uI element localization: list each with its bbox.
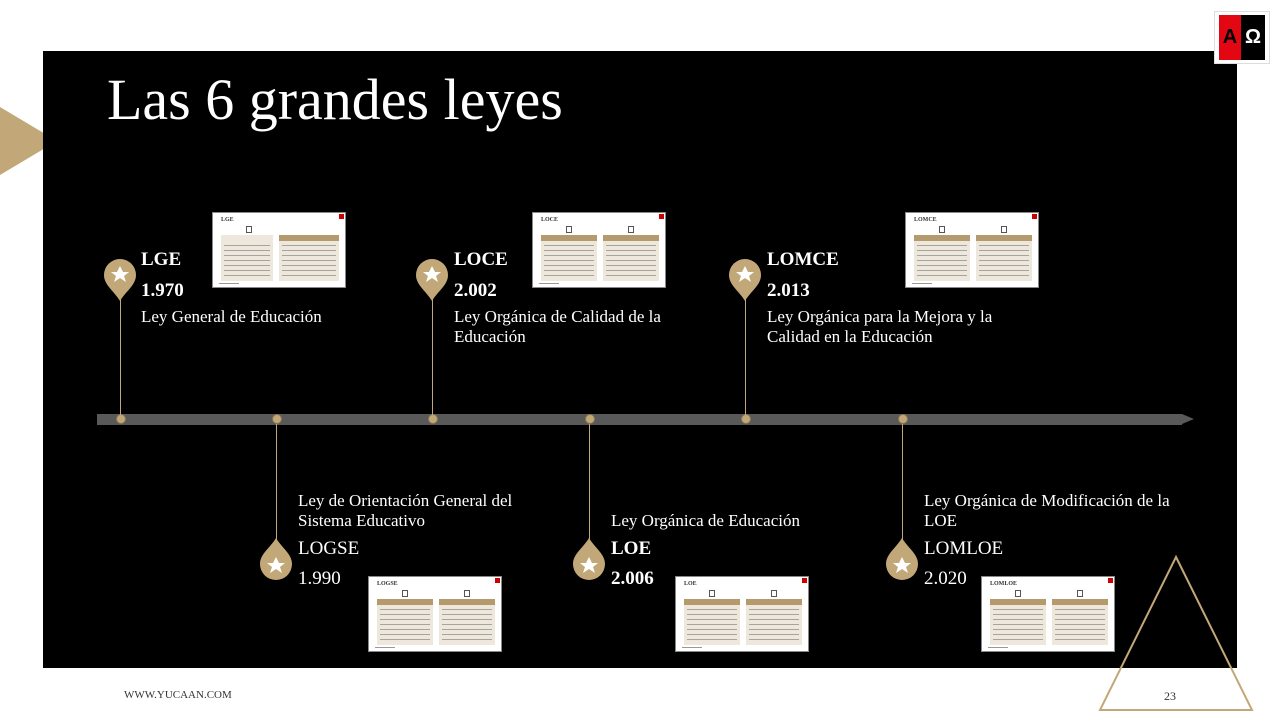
law-abbr-lomce: LOMCE — [767, 249, 839, 270]
clipboard-icon — [566, 226, 572, 233]
slide-thumbnail-loe[interactable]: LOE — [675, 576, 809, 652]
book-icon — [1077, 590, 1083, 597]
connector-loce — [432, 295, 433, 415]
law-year-lomloe: 2.020 — [924, 568, 967, 589]
thumbnail-title: LOGSE — [377, 581, 398, 587]
thumbnail-title: LOE — [684, 581, 697, 587]
map-pin-icon — [729, 259, 761, 301]
timeline-dot-lomce — [741, 414, 751, 424]
law-year-logse: 1.990 — [298, 568, 341, 589]
timeline-dot-lomloe — [898, 414, 908, 424]
thumbnail-title: LOMLOE — [990, 581, 1018, 587]
law-abbr-loce: LOCE — [454, 249, 508, 270]
slide-thumbnail-lomloe[interactable]: LOMLOE — [981, 576, 1115, 652]
connector-lge — [120, 295, 121, 415]
connector-logse — [276, 424, 277, 544]
clipboard-icon — [402, 590, 408, 597]
law-year-loe: 2.006 — [611, 568, 654, 589]
connector-lomloe — [902, 424, 903, 544]
thumbnail-title: LOCE — [541, 217, 559, 223]
footer-url: WWW.YUCAAN.COM — [124, 689, 232, 701]
book-icon — [628, 226, 634, 233]
connector-loe — [589, 424, 590, 544]
timeline-dot-loce — [428, 414, 438, 424]
law-abbr-lge: LGE — [141, 249, 182, 270]
thumbnail-title: LGE — [221, 217, 234, 223]
logo-omega: Ω — [1241, 15, 1265, 60]
law-name-lomce: Ley Orgánica para la Mejora y la Calidad… — [767, 307, 993, 346]
timeline-arrow — [1182, 414, 1194, 424]
book-icon — [771, 590, 777, 597]
logo: A Ω — [1215, 12, 1269, 63]
law-name-loce: Ley Orgánica de Calidad de la Educación — [454, 307, 661, 346]
clipboard-icon — [709, 590, 715, 597]
map-pin-icon — [260, 538, 292, 580]
law-abbr-loe: LOE — [611, 538, 652, 559]
law-abbr-logse: LOGSE — [298, 538, 360, 559]
timeline-dot-logse — [272, 414, 282, 424]
slide-background — [43, 51, 1237, 668]
clipboard-icon — [246, 226, 252, 233]
slide-thumbnail-loce[interactable]: LOCE — [532, 212, 666, 288]
map-pin-icon — [886, 538, 918, 580]
map-pin-icon — [573, 538, 605, 580]
law-year-lomce: 2.013 — [767, 280, 810, 301]
slide-title: Las 6 grandes leyes — [107, 67, 563, 132]
page-number: 23 — [1164, 689, 1176, 703]
law-year-loce: 2.002 — [454, 280, 497, 301]
map-pin-icon — [416, 259, 448, 301]
timeline-dot-loe — [585, 414, 595, 424]
law-name-loe: Ley Orgánica de Educación — [611, 511, 800, 530]
law-name-lomloe: Ley Orgánica de Modificación de la LOE — [924, 491, 1170, 530]
timeline-dot-lge — [116, 414, 126, 424]
law-name-lge: Ley General de Educación — [141, 307, 322, 326]
map-pin-icon — [104, 259, 136, 301]
slide-thumbnail-lomce[interactable]: LOMCE — [905, 212, 1039, 288]
book-icon — [464, 590, 470, 597]
slide-thumbnail-logse[interactable]: LOGSE — [368, 576, 502, 652]
connector-lomce — [745, 295, 746, 415]
clipboard-icon — [939, 226, 945, 233]
triangle-outline-decoration — [1098, 555, 1254, 711]
slide-thumbnail-lge[interactable]: LGE — [212, 212, 346, 288]
law-abbr-lomloe: LOMLOE — [924, 538, 1004, 559]
book-icon — [1001, 226, 1007, 233]
clipboard-icon — [1015, 590, 1021, 597]
thumbnail-title: LOMCE — [914, 217, 937, 223]
timeline-bar — [97, 414, 1182, 425]
law-year-lge: 1.970 — [141, 280, 184, 301]
law-name-logse: Ley de Orientación General del Sistema E… — [298, 491, 513, 530]
logo-alpha: A — [1219, 15, 1241, 60]
